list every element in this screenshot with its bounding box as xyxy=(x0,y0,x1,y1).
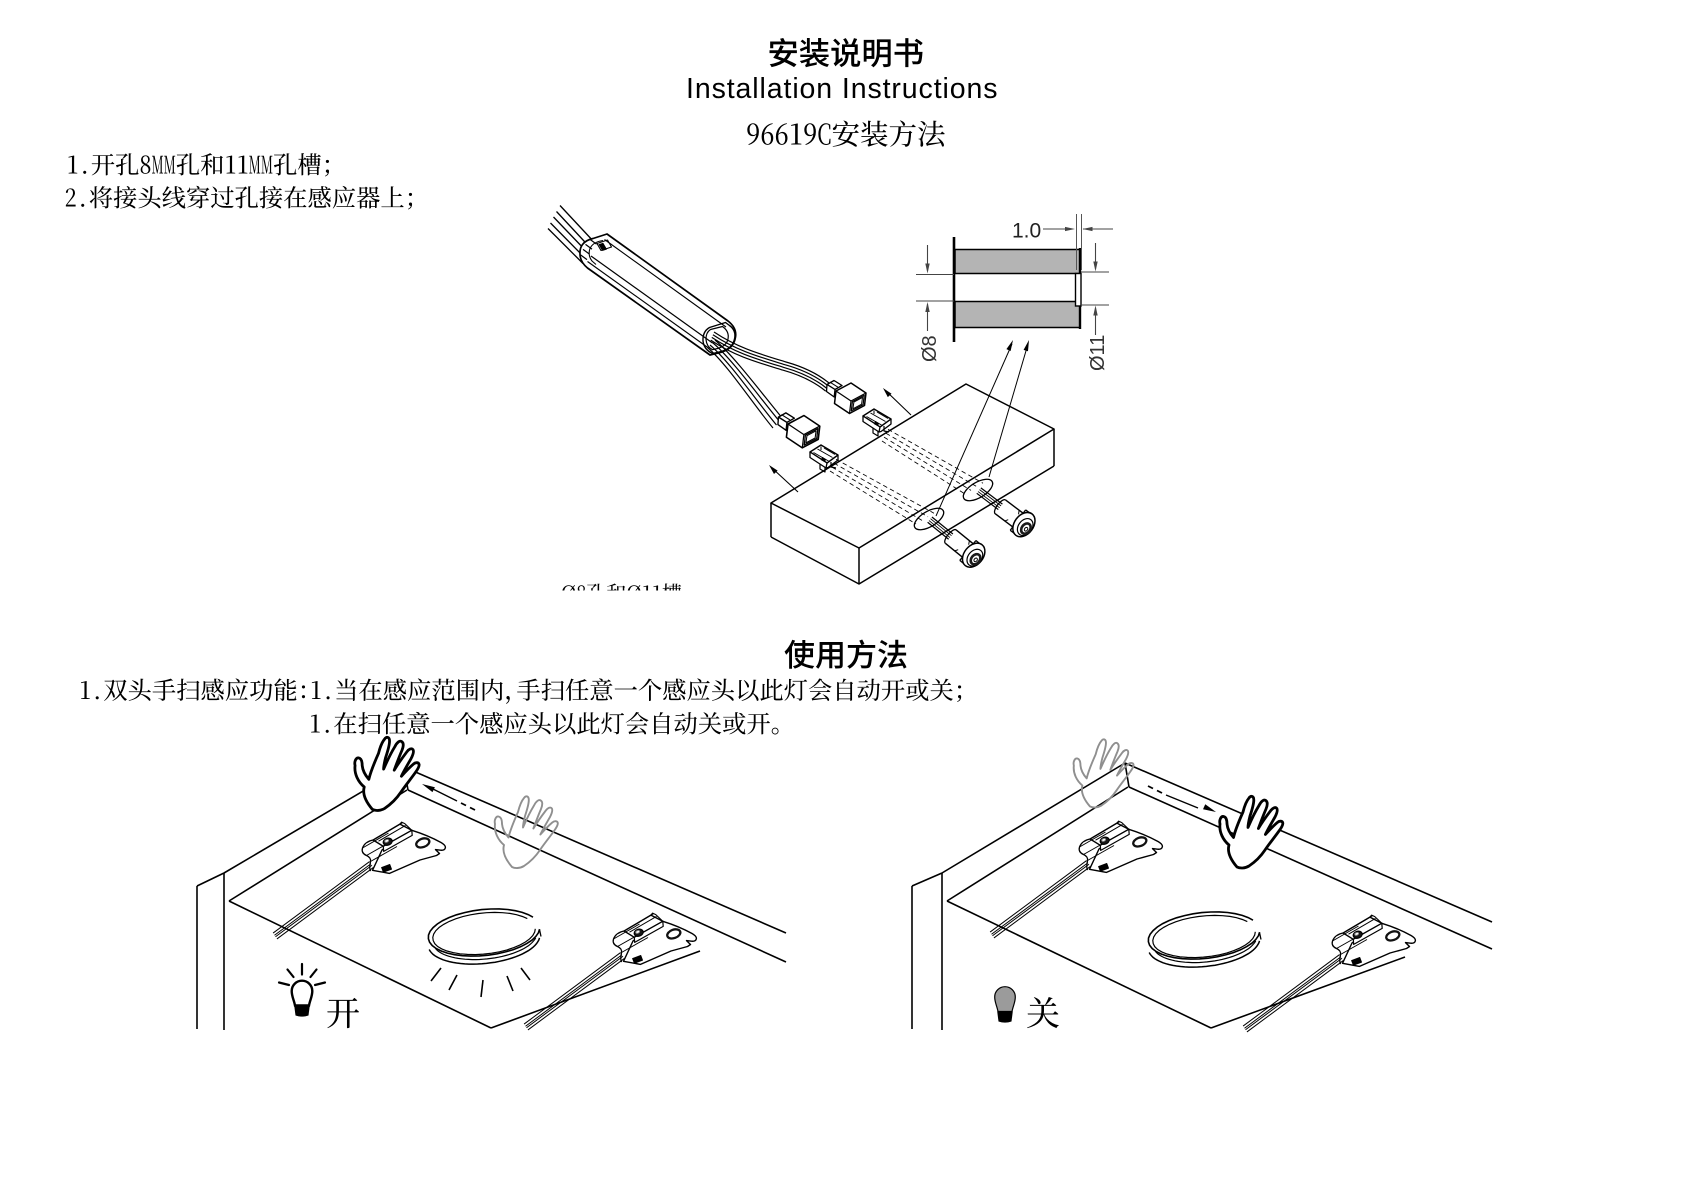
svg-text:Ø11: Ø11 xyxy=(1087,335,1109,371)
svg-text:Installation Instructions: Installation Instructions xyxy=(686,73,998,105)
svg-text:1.0: 1.0 xyxy=(1012,220,1041,243)
svg-text:Ø8: Ø8 xyxy=(919,335,941,362)
